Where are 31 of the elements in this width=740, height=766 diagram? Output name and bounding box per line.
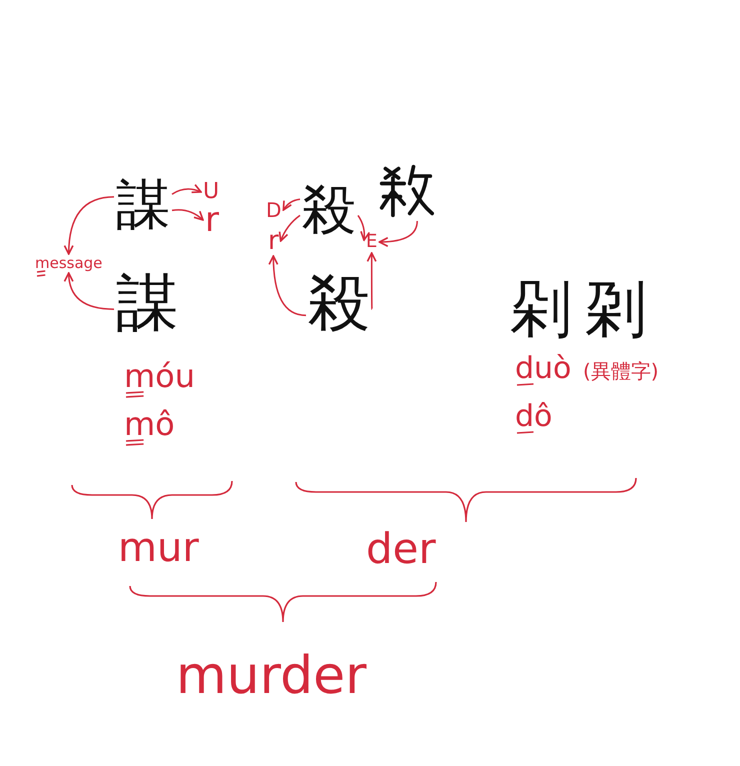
arrow [172, 209, 204, 221]
reading-text: dô [515, 402, 552, 432]
arrow [172, 184, 202, 195]
syllable-text: mur [118, 528, 199, 568]
word: message [35, 256, 102, 271]
arrow [366, 252, 377, 310]
pinyin-text: duò [515, 354, 572, 384]
letter: r [268, 228, 279, 254]
character: 剁 [510, 278, 572, 340]
seal-script-character: 殺 [302, 183, 356, 237]
letter: D [266, 200, 282, 220]
reading-text: mô [124, 408, 175, 440]
character: 殺 [308, 272, 370, 334]
arrow [282, 198, 300, 211]
character: 刴 [585, 278, 647, 340]
arrow [64, 272, 114, 310]
glyph-drawing [378, 163, 434, 219]
seal-script-character: 謀 [116, 178, 170, 232]
word-text: murder [176, 650, 366, 702]
character: 謀 [116, 272, 178, 334]
pinyin-text: móu [124, 360, 196, 392]
letter: U [203, 181, 220, 203]
arrow [64, 196, 114, 255]
arrow [378, 220, 418, 247]
arrow [268, 255, 306, 316]
syllable-text: der [366, 528, 436, 570]
arrow [278, 214, 300, 242]
note-text: (異體字) [583, 361, 659, 381]
arrow [357, 214, 370, 242]
letter: E [366, 233, 378, 251]
letter: r [205, 203, 219, 237]
